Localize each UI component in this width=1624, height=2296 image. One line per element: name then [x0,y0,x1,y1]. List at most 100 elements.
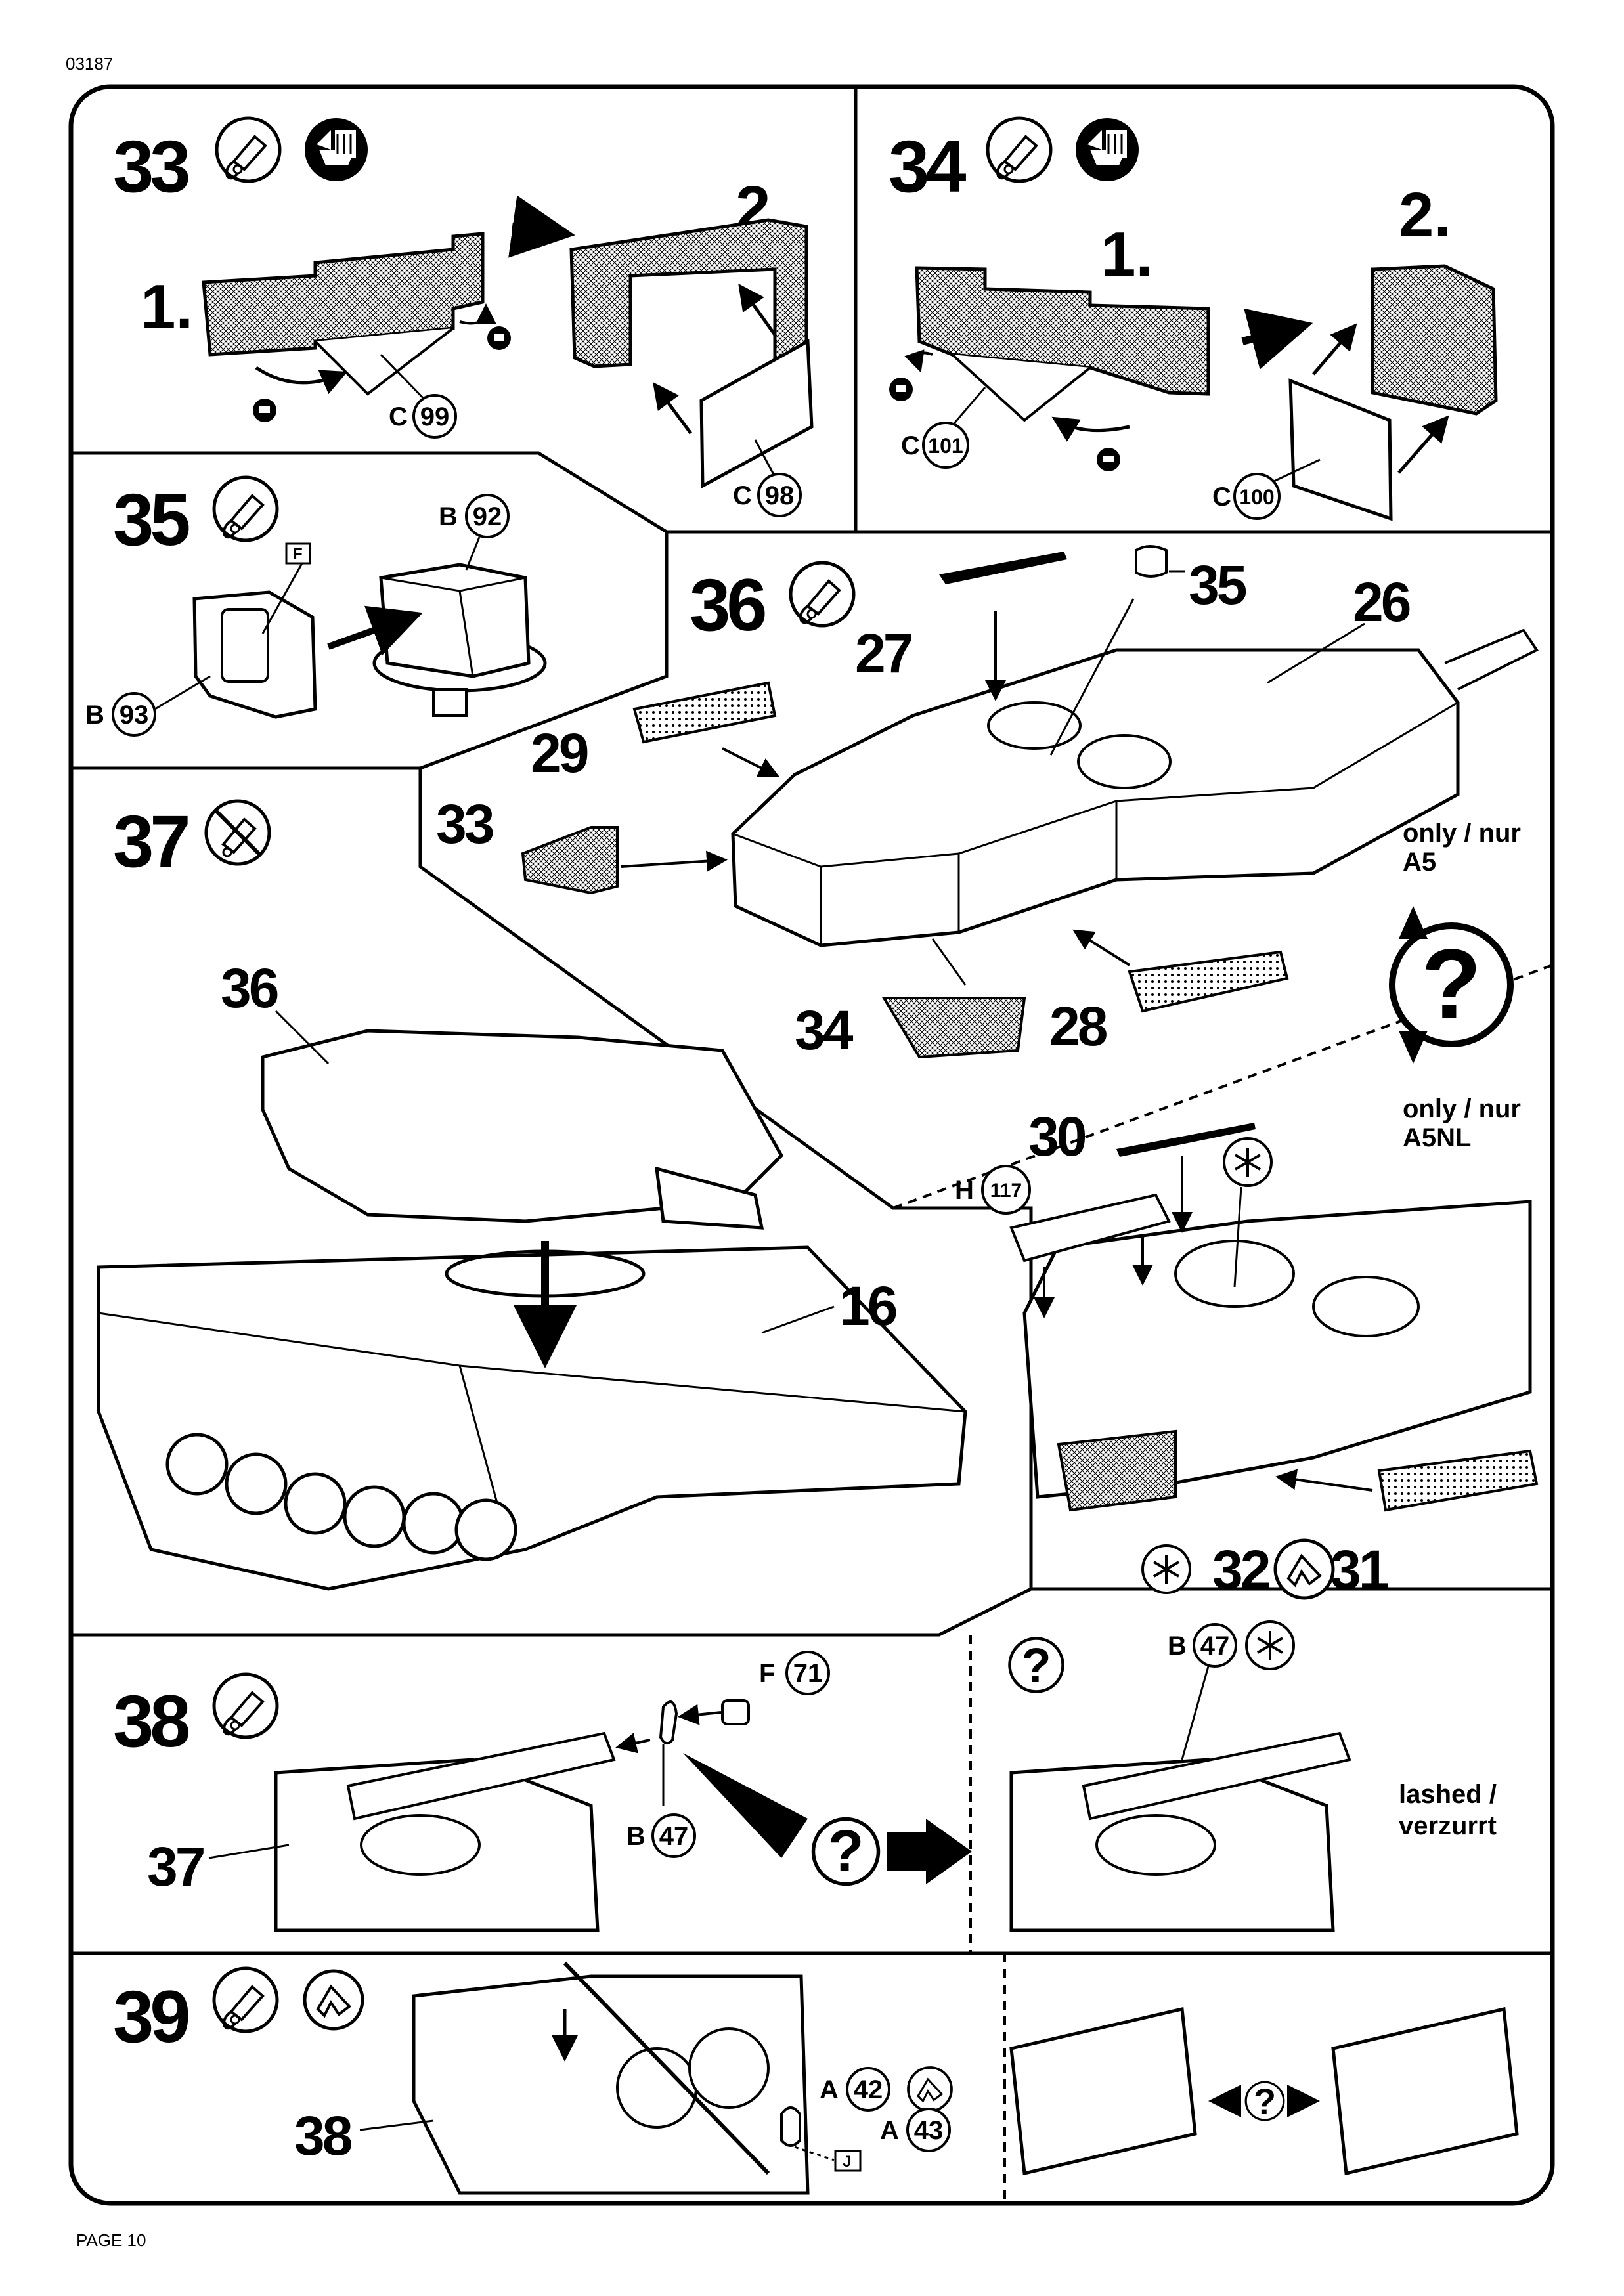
paint-icon [303,117,369,183]
ref-part-98: 98 [765,481,795,510]
question-mark: ? [1254,2081,1276,2122]
basket-32 [1057,1429,1177,1512]
variant-a5-line2: A5 [1403,848,1436,877]
ref-part-92: 92 [473,502,502,531]
plate-c100 [1288,378,1393,521]
step-number: 34 [889,125,966,207]
ref-part-47: 47 [1200,1632,1230,1660]
glue-icon [217,118,280,181]
basket-34 [881,997,1026,1059]
step-number: 35 [113,479,189,561]
ref-letter: C [389,402,408,431]
part-label-32: 32 [1212,1539,1269,1601]
part-label-36: 36 [221,957,278,1019]
step-35: 35 F B 92 B 93 [85,477,547,737]
flag-letter: J [843,2153,851,2171]
mg-30 [1116,1123,1256,1157]
divider-row1 [71,451,1552,534]
paint-icon [1074,117,1140,183]
step-33: 33 1. 2. C 99 C 98 [113,117,814,517]
part-label-27: 27 [855,622,912,684]
ref-letter: B [626,1822,646,1851]
ref-letter: C [733,481,752,510]
track-links-29 [632,681,777,744]
ref-part-99: 99 [420,402,450,431]
part-label-35: 35 [1189,554,1246,616]
divider-37-38 [71,1587,1032,1637]
paint-icon [1097,448,1120,471]
asterisk-icon [1223,1137,1273,1187]
rear-variant-1 [1009,2006,1197,2176]
part-label-37: 37 [147,1836,204,1897]
ref-letter: C [1212,483,1231,511]
hull-16 [97,1245,967,1591]
paint-icon [253,399,276,422]
variant-a5nl-line1: only / nur [1403,1094,1521,1123]
assembled-grille [569,218,808,370]
ref-letter: H [955,1176,974,1205]
tow-hook [780,2106,801,2147]
question-mark: ? [828,1819,864,1884]
page-number: PAGE 10 [76,2230,146,2250]
ref-part-47: 47 [659,1822,689,1851]
step-34: 34 1. 2. C 101 C 100 [889,117,1498,521]
paint-icon [889,378,913,401]
step-36: 36 35 26 27 29 33 34 28 only / nur A5 ? [436,545,1539,1601]
sub-step-2: 2. [1399,180,1451,250]
ref-part-43: 43 [914,2116,944,2145]
step-number: 39 [113,1976,188,2058]
part-label-30: 30 [1028,1106,1086,1167]
no-glue-icon [206,801,269,864]
step-37: 37 36 16 [97,800,967,1591]
part-f71 [721,1699,750,1725]
ref-part-100: 100 [1239,485,1274,509]
turn-over-icon [1275,1540,1333,1598]
page-frame [68,84,1555,2206]
glue-icon [214,1968,277,2031]
variant-a5nl-line2: A5NL [1403,1123,1471,1152]
question-mark: ? [1421,928,1481,1039]
step-number: 36 [690,564,765,646]
divider-35-36 [71,532,669,770]
variant-a5-line1: only / nur [1403,819,1521,848]
turn-over-icon [305,1971,362,2029]
part-label-26: 26 [1353,571,1410,633]
step-38: 38 F 71 B 47 37 ? ? B 47 lashed / verzur… [113,1620,1497,1932]
glue-icon [214,477,277,540]
turn-over-icon [907,2066,953,2112]
ref-letter: C [901,431,920,460]
step-number: 37 [113,800,188,882]
paint-icon [487,326,511,350]
barrel-part-37 [346,1731,616,1821]
part-label-31: 31 [1330,1539,1388,1601]
commander-sight [987,701,1082,750]
basket-33 [521,826,619,895]
ref-part-101: 101 [928,434,963,458]
gun-barrel [1444,628,1539,691]
ref-letter: A [820,2075,839,2104]
plate-c98 [699,338,814,489]
ref-letter: B [1168,1632,1187,1660]
ref-part-117: 117 [990,1180,1022,1202]
step-number: 33 [113,125,188,207]
glue-icon [214,1674,277,1737]
divider-36-37 [418,768,1552,1591]
part-h117 [1009,1193,1171,1263]
hatch [1077,734,1172,789]
glue-icon [791,563,854,626]
step-number: 38 [113,1680,188,1762]
periscope-35 [1135,545,1168,578]
ref-letter: A [880,2116,899,2145]
part-label-33: 33 [436,793,493,855]
turret-hull [731,648,1460,947]
assembled-grille [1371,264,1498,416]
doc-code: 03187 [66,54,114,74]
part-label-29: 29 [531,722,588,784]
lashed-line1: lashed / [1399,1780,1497,1809]
mg-27 [939,552,1067,584]
part-label-34: 34 [795,999,854,1061]
ref-part-71: 71 [793,1659,823,1688]
ref-letter: B [439,502,458,531]
lashed-line2: verzurrt [1399,1811,1497,1840]
